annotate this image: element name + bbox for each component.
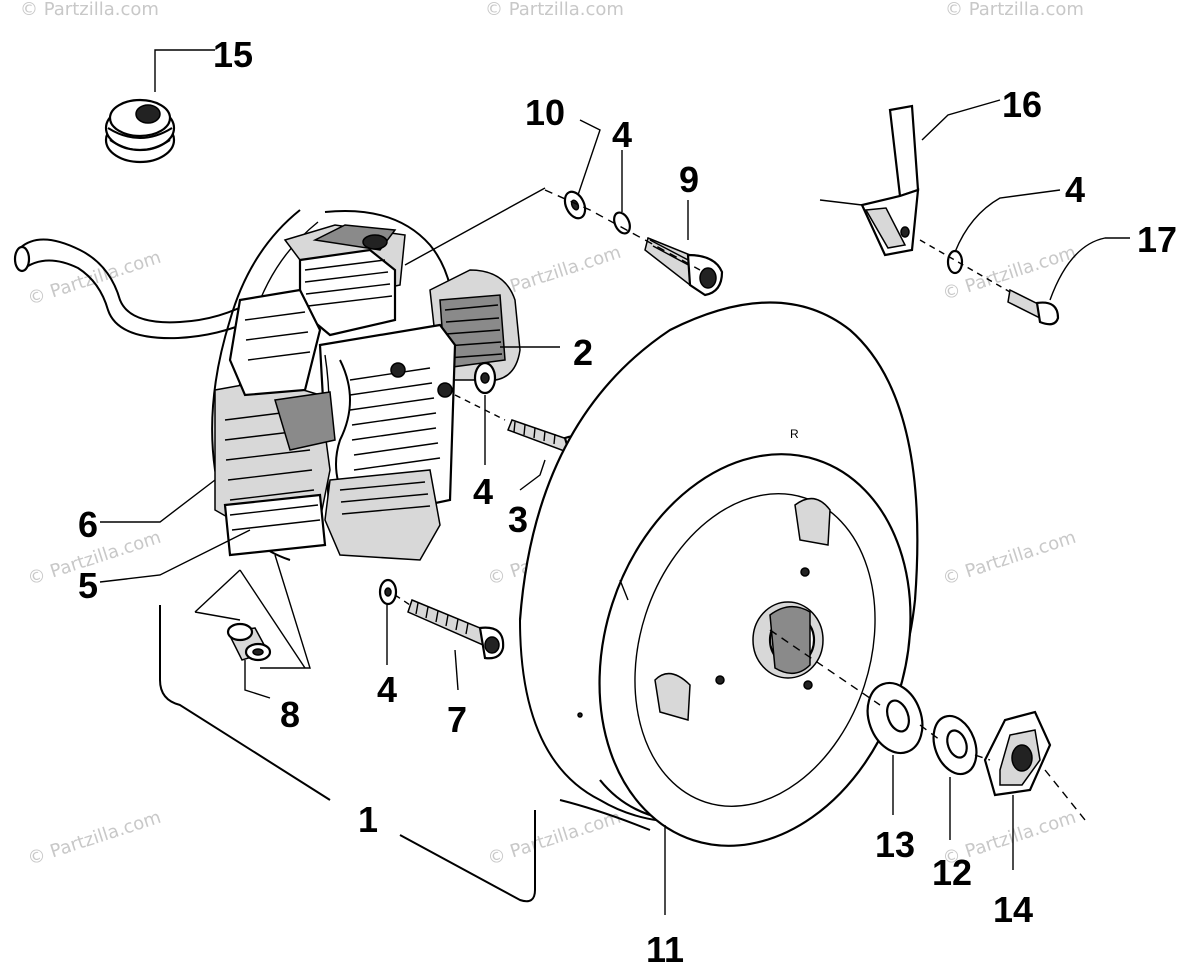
watermark-text: © Partzilla.com (945, 0, 1084, 20)
flywheel-mark: R (790, 427, 799, 441)
callout-9: 9 (679, 159, 699, 200)
nut-part-14 (983, 710, 1052, 797)
watermark-text: © Partzilla.com (485, 0, 624, 20)
washer-part-13 (866, 681, 924, 755)
leader-lines (99, 49, 1130, 915)
callout-3: 3 (508, 499, 528, 540)
lockwasher-part-12 (932, 714, 978, 776)
callout-8: 8 (280, 694, 300, 735)
condenser-part-5 (223, 493, 327, 557)
washer-4-right (946, 249, 964, 275)
ignition-coil-part-6 (214, 288, 336, 531)
watermark-text: © Partzilla.com (25, 807, 164, 870)
callout-4-mid: 4 (473, 471, 493, 512)
callout-13: 13 (875, 824, 915, 865)
callout-16: 16 (1002, 84, 1042, 125)
callout-17: 17 (1137, 219, 1177, 260)
callout-15: 15 (213, 34, 253, 75)
callout-4-lower: 4 (377, 669, 397, 710)
screw-group-upper (404, 187, 724, 297)
callout-4-upper: 4 (612, 114, 632, 155)
spacer-part-8 (226, 622, 272, 662)
watermark-text: © Partzilla.com (485, 807, 624, 870)
callout-1: 1 (358, 799, 378, 840)
callout-7: 7 (447, 699, 467, 740)
grommet-part-15 (104, 98, 176, 164)
watermark-text: © Partzilla.com (940, 527, 1079, 590)
callouts: 15 10 4 9 16 4 17 2 4 3 6 5 4 7 8 1 13 1… (78, 34, 1177, 970)
callout-6: 6 (78, 504, 98, 545)
watermark-text: © Partzilla.com (20, 0, 159, 20)
callout-2: 2 (573, 332, 593, 373)
screw-part-7 (378, 578, 505, 660)
callout-4-right: 4 (1065, 169, 1085, 210)
screw-part-17 (919, 239, 1060, 326)
callout-12: 12 (932, 852, 972, 893)
assembly-1-bracket (159, 554, 536, 903)
upper-coil-assembly (283, 224, 406, 337)
callout-5: 5 (78, 565, 98, 606)
callout-14: 14 (993, 889, 1033, 930)
callout-11: 11 (646, 929, 684, 970)
watermark-text: © Partzilla.com (25, 247, 164, 310)
callout-10: 10 (525, 92, 565, 133)
bracket-part-16 (819, 104, 920, 257)
